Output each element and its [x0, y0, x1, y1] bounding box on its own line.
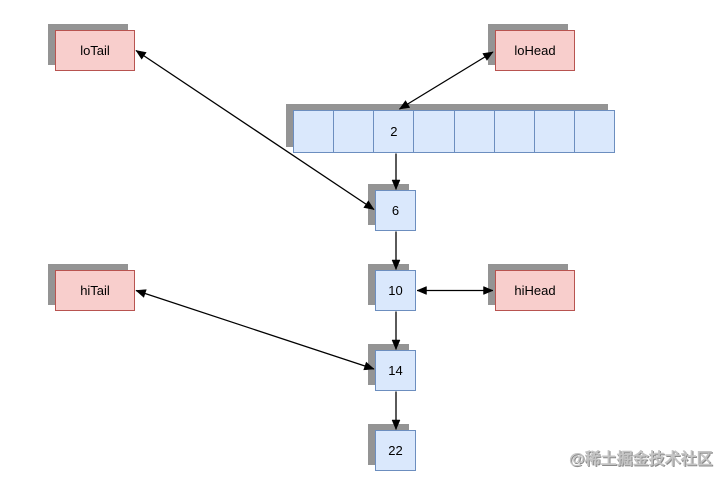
- pointer-box-lotail: loTail: [55, 30, 135, 71]
- node-value: 10: [388, 283, 403, 298]
- array-cell-0: [294, 111, 335, 152]
- list-node-14: 14: [375, 350, 416, 391]
- watermark-text: @稀土掘金技术社区: [569, 451, 713, 468]
- array-cell-7: [575, 111, 614, 152]
- array-cell-value: 2: [390, 124, 398, 139]
- array-cell-5: [495, 111, 535, 152]
- edge-loHead-to-cell-2: [398, 51, 494, 110]
- pointer-label-hitail: hiTail: [80, 283, 110, 298]
- edge-hiTail-to-node-14: [135, 289, 375, 371]
- array-cell-3: [414, 111, 455, 152]
- array-cell-4: [455, 111, 495, 152]
- list-node-6: 6: [375, 190, 416, 231]
- node-value: 22: [388, 443, 403, 458]
- pointer-box-hihead: hiHead: [495, 270, 575, 311]
- pointer-label-hihead: hiHead: [514, 283, 556, 298]
- array-cell-1: [334, 111, 375, 152]
- node-value: 6: [391, 203, 400, 218]
- list-node-22: 22: [375, 430, 416, 471]
- array-cell-2: 2: [374, 111, 415, 152]
- pointer-box-hitail: hiTail: [55, 270, 135, 311]
- array-cell-6: [535, 111, 575, 152]
- pointer-box-lohead: loHead: [495, 30, 575, 71]
- node-value: 14: [388, 363, 403, 378]
- list-node-10: 10: [375, 270, 416, 311]
- pointer-label-lotail: loTail: [80, 43, 110, 58]
- pointer-label-lohead: loHead: [514, 43, 556, 58]
- bucket-array: 2: [293, 110, 615, 153]
